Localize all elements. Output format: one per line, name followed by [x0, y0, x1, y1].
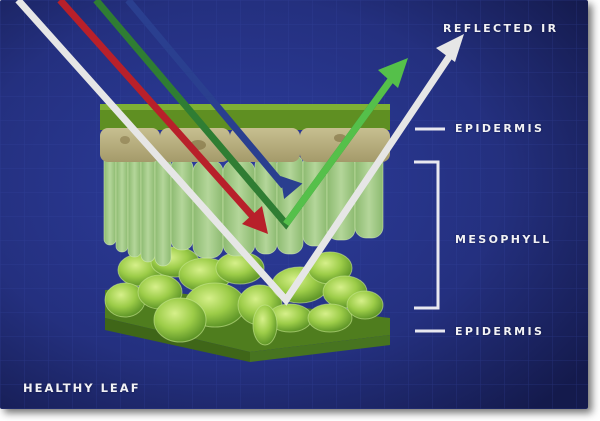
leaf-diagram: REFLECTED IR EPIDERMIS MESOPHYLL EPIDERM… [0, 0, 588, 409]
diagram-title: HEALTHY LEAF [23, 381, 141, 395]
upper-epidermis-label: EPIDERMIS [455, 122, 545, 135]
upper-epidermis [100, 104, 390, 162]
light-rays [15, 0, 464, 306]
diagram-canvas [0, 0, 588, 409]
mesophyll-label: MESOPHYLL [455, 233, 552, 246]
reflected-ir-label: REFLECTED IR [443, 22, 559, 35]
callout-lines [414, 127, 445, 333]
lower-epidermis-label: EPIDERMIS [455, 325, 545, 338]
